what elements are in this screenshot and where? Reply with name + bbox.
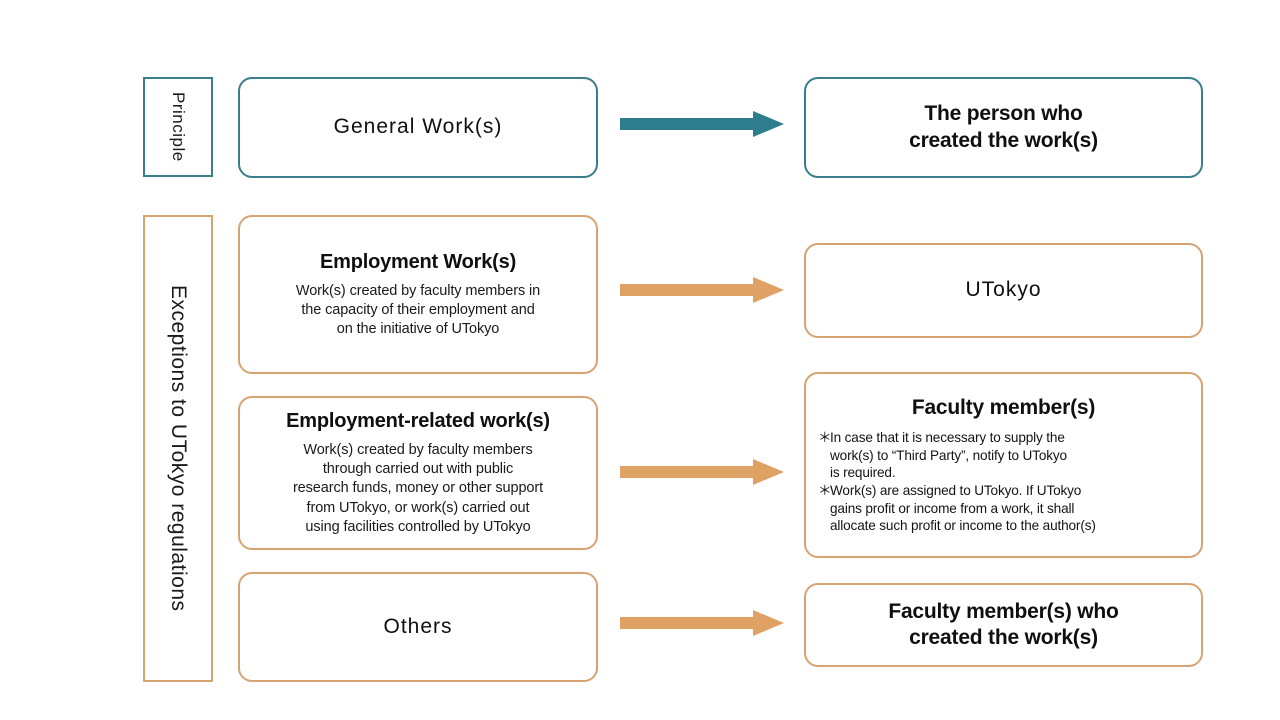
arrow-right-icon [620,111,784,137]
node-employment-works-desc: Work(s) created by faculty members in th… [296,282,540,339]
node-employment-related-desc: Work(s) created by faculty members throu… [293,441,543,537]
node-employment-related-works: Employment-related work(s) Work(s) creat… [238,396,598,550]
desc-line: the capacity of their employment and [301,301,535,318]
node-others-title: Others [383,614,453,638]
node-person-line2: created the work(s) [909,128,1098,152]
category-principle: Principle [143,77,213,177]
note-line: In case that it is necessary to supply t… [830,430,1065,446]
node-utokyo: UTokyo [804,243,1203,338]
note-body: Work(s) are assigned to UTokyo. If UToky… [830,482,1189,535]
arrow-right-icon [620,277,784,303]
category-exceptions: Exceptions to UTokyo regulations [143,215,213,682]
note-body: In case that it is necessary to supply t… [830,429,1189,482]
asterisk-icon: ＊ [818,483,832,499]
node-faculty-who-line1: Faculty member(s) who [888,599,1119,623]
node-others: Others [238,572,598,682]
note-line: work(s) to “Third Party”, notify to UTok… [830,447,1067,463]
note-line: is required. [830,465,896,481]
desc-line: on the initiative of UTokyo [336,321,500,338]
arrow-right-icon [620,459,784,485]
note-line: Work(s) are assigned to UTokyo. If UToky… [830,483,1082,499]
category-exceptions-label: Exceptions to UTokyo regulations [167,285,190,612]
category-principle-label: Principle [169,92,188,162]
faculty-member-notes: ＊ In case that it is necessary to supply… [818,429,1189,535]
node-person-who-created: The person who created the work(s) [804,77,1203,178]
node-employment-works-title: Employment Work(s) [319,250,517,273]
node-utokyo-title: UTokyo [965,278,1042,302]
node-faculty-member: Faculty member(s) ＊ In case that it is n… [804,372,1203,558]
node-employment-related-title: Employment-related work(s) [286,410,550,433]
node-faculty-member-who-created: Faculty member(s) who created the work(s… [804,583,1203,667]
desc-line: Work(s) created by faculty members [303,442,533,459]
note-item: ＊ Work(s) are assigned to UTokyo. If UTo… [818,482,1189,535]
arrow-right-icon [620,610,784,636]
node-faculty-who-line2: created the work(s) [909,626,1098,649]
desc-line: through carried out with public [322,461,514,478]
node-employment-works: Employment Work(s) Work(s) created by fa… [238,215,598,374]
note-line: allocate such profit or income to the au… [830,518,1096,534]
note-line: gains profit or income from a work, it s… [830,500,1075,516]
node-general-works-title: General Work(s) [333,115,503,139]
desc-line: from UTokyo, or work(s) carried out [306,499,530,516]
node-general-works: General Work(s) [238,77,598,178]
desc-line: using facilities controlled by UTokyo [305,518,531,535]
note-item: ＊ In case that it is necessary to supply… [818,429,1189,482]
desc-line: research funds, money or other support [292,480,544,497]
node-faculty-member-title: Faculty member(s) [911,395,1096,419]
node-person-line1: The person who [924,102,1083,126]
asterisk-icon: ＊ [818,430,832,446]
desc-line: Work(s) created by faculty members in [295,282,541,299]
